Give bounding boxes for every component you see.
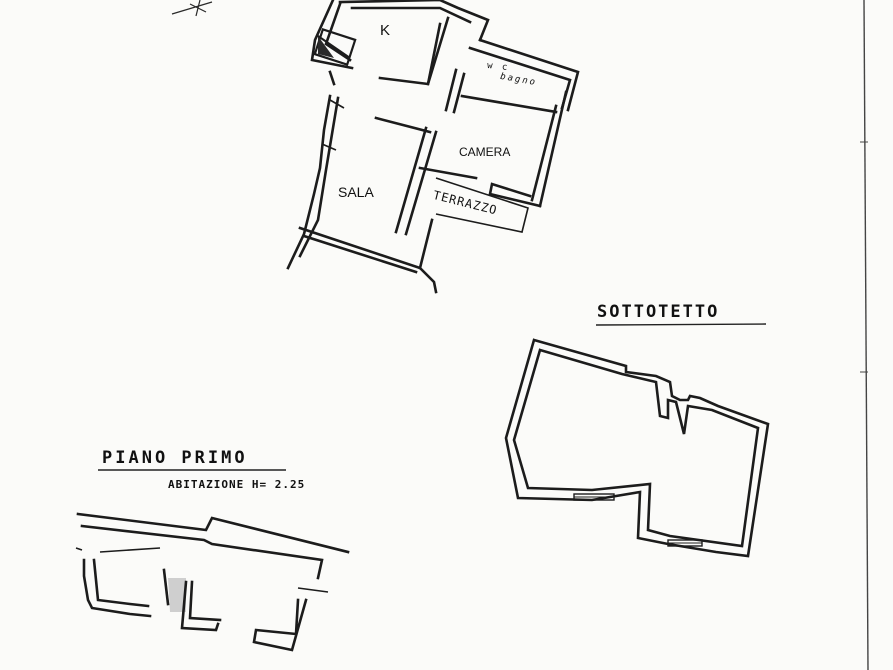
apartment-plan [286, 0, 580, 294]
subtitle-abitazione: ABITAZIONE H= 2.25 [168, 478, 306, 491]
sottotetto-plan [504, 338, 770, 558]
room-label-camera: CAMERA [459, 145, 511, 159]
title-sottotetto: SOTTOTETTO [597, 302, 720, 322]
room-label-kitchen: K [380, 22, 391, 39]
piano-primo-plan [75, 512, 350, 652]
title-piano-primo: PIANO PRIMO [102, 448, 248, 468]
title-underline [595, 323, 767, 326]
north-arrow [171, 0, 213, 17]
flue-box [313, 27, 357, 67]
window-mark [573, 493, 615, 501]
window-mark [667, 539, 703, 547]
room-label-sala: SALA [338, 184, 374, 200]
margin-rule [863, 0, 869, 670]
